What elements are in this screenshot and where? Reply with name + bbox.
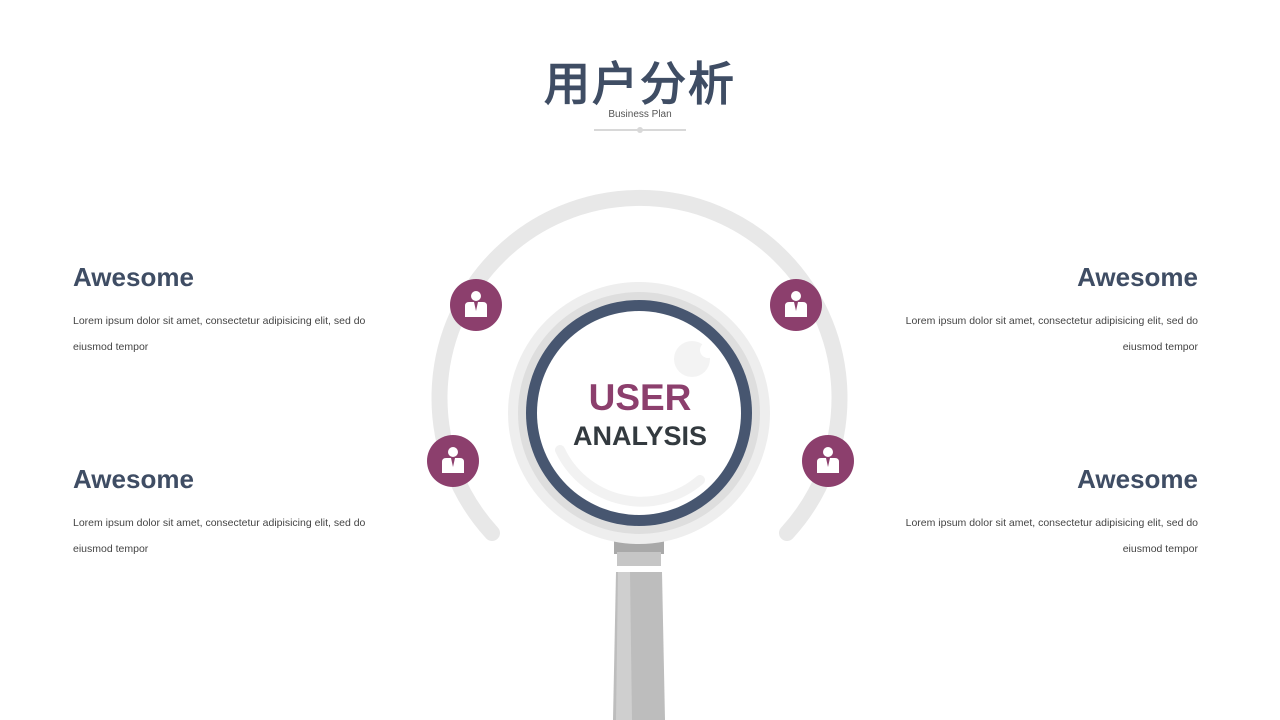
text-block-top-right: Awesome Lorem ipsum dolor sit amet, cons… <box>888 262 1198 360</box>
magnifier-lens-icon <box>508 282 770 544</box>
page-title: 用户分析 <box>544 57 736 111</box>
outer-arc-ring <box>431 190 848 541</box>
block-text: Lorem ipsum dolor sit amet, consectetur … <box>73 315 366 353</box>
block-text: Lorem ipsum dolor sit amet, consectetur … <box>905 315 1198 353</box>
user-icon <box>770 279 822 331</box>
page-subtitle: Business Plan <box>608 109 672 120</box>
block-title: Awesome <box>1077 262 1198 292</box>
center-label-analysis: ANALYSIS <box>572 421 708 451</box>
magnifier-handle-icon <box>613 540 665 720</box>
block-title: Awesome <box>73 262 194 292</box>
text-block-bottom-left: Awesome Lorem ipsum dolor sit amet, cons… <box>73 464 383 562</box>
block-text: Lorem ipsum dolor sit amet, consectetur … <box>73 517 366 555</box>
user-icon <box>450 279 502 331</box>
text-block-bottom-right: Awesome Lorem ipsum dolor sit amet, cons… <box>888 464 1198 562</box>
block-title: Awesome <box>73 464 194 494</box>
user-icon <box>802 435 854 487</box>
center-label-user: USER <box>588 377 692 418</box>
block-text: Lorem ipsum dolor sit amet, consectetur … <box>905 517 1198 555</box>
block-title: Awesome <box>1077 464 1198 494</box>
text-block-top-left: Awesome Lorem ipsum dolor sit amet, cons… <box>73 262 383 360</box>
title-divider-dot <box>637 127 643 133</box>
user-icon <box>427 435 479 487</box>
